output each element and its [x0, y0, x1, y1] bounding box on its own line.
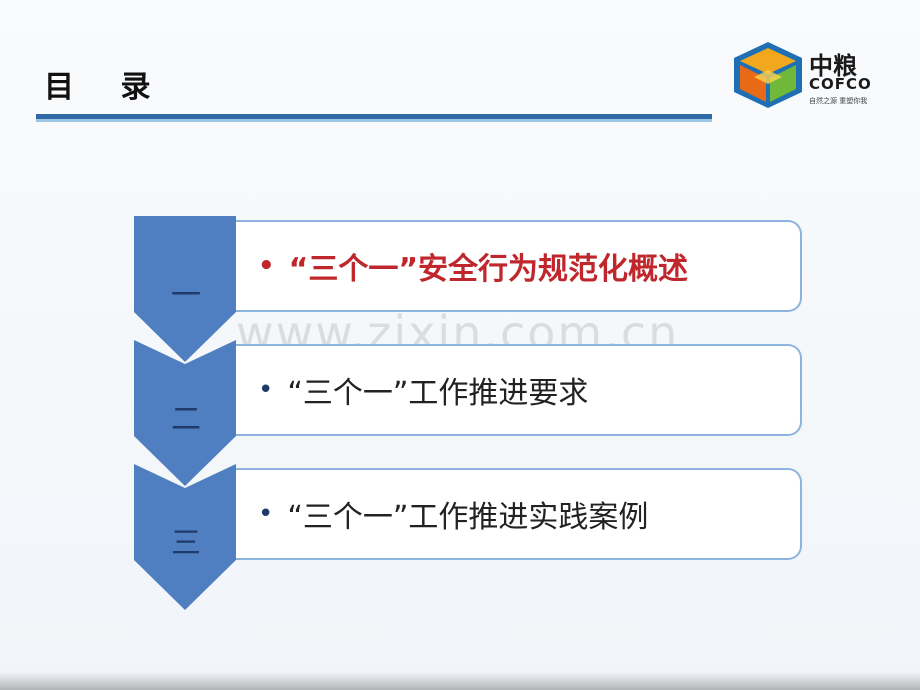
logo-name-cn: 中粮	[809, 52, 857, 80]
toc-item-label: “三个一”安全行为规范化概述	[288, 252, 689, 287]
toc-item-2[interactable]: • “三个一”工作推进要求	[236, 344, 802, 436]
title-underline	[36, 114, 712, 119]
chevron-1	[134, 216, 236, 362]
toc-item-3[interactable]: • “三个一”工作推进实践案例	[236, 468, 802, 560]
toc-item-label: “三个一”工作推进要求	[287, 376, 589, 411]
bottom-shade	[0, 672, 920, 690]
toc-item-label: “三个一”工作推进实践案例	[287, 500, 649, 535]
toc-number-1: 一	[171, 278, 201, 313]
cofco-logo: 中粮 COFCO 自然之源 重塑你我	[728, 40, 878, 110]
bullet: •	[258, 251, 275, 281]
bullet: •	[258, 499, 274, 529]
toc-item-1[interactable]: • “三个一”安全行为规范化概述	[236, 220, 802, 312]
page-title: 目 录	[44, 70, 169, 105]
toc-number-2: 二	[171, 402, 201, 437]
logo-slogan: 自然之源 重塑你我	[809, 97, 868, 105]
cofco-logo-icon	[734, 42, 802, 108]
logo-name-en: COFCO	[809, 75, 872, 93]
bullet: •	[258, 375, 274, 405]
toc-number-3: 三	[171, 526, 201, 561]
title-underline-light	[36, 119, 712, 122]
chevron-2	[134, 340, 236, 486]
chevron-3	[134, 464, 236, 610]
